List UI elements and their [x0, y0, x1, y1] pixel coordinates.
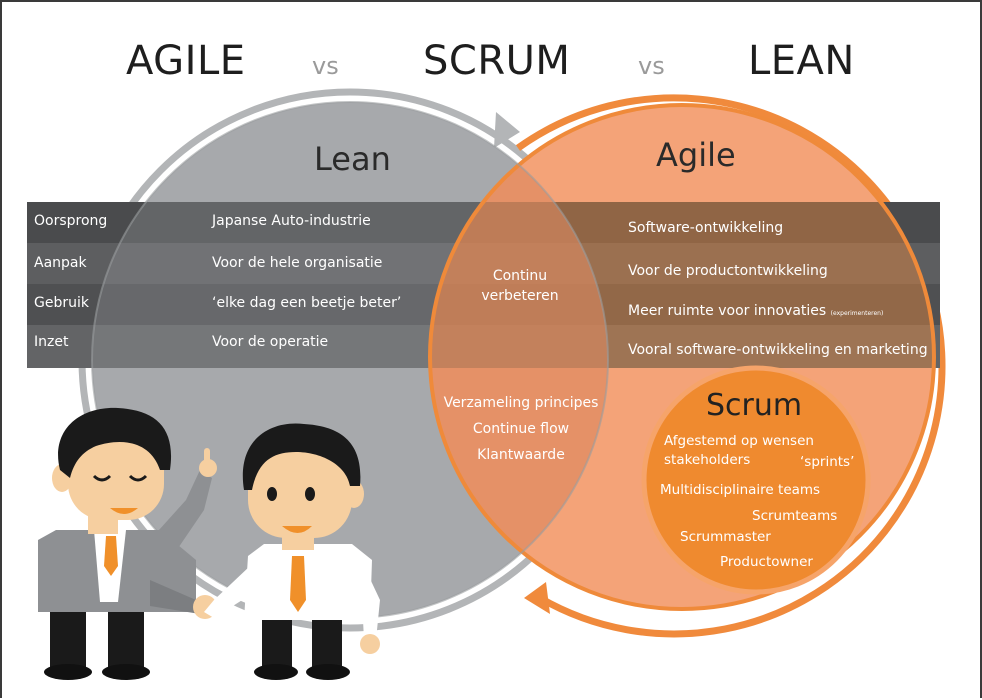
lean-gebruik: ‘elke dag een beetje beter’ — [212, 295, 402, 311]
agile-aanpak: Voor de productontwikkeling — [628, 263, 828, 279]
agile-gebruik-text: Meer ruimte voor innovaties — [628, 303, 827, 319]
agile-oorsprong: Software-ontwikkeling — [628, 220, 784, 236]
agile-circle-title: Agile — [656, 136, 736, 174]
row-label-oorsprong: Oorsprong — [34, 213, 108, 229]
scrum-circle — [641, 365, 871, 595]
row-label-inzet: Inzet — [34, 334, 69, 350]
agile-outer-ring — [515, 94, 946, 638]
scrum-circle-title: Scrum — [706, 388, 803, 423]
scrum-item-stakeholders: stakeholders — [664, 452, 751, 468]
agile-inzet: Vooral software-ontwikkeling en marketin… — [628, 342, 928, 358]
row-label-gebruik: Gebruik — [34, 295, 89, 311]
lean-circle-title: Lean — [314, 140, 391, 178]
principle-item: Continue flow — [472, 421, 570, 437]
title-scrum: SCRUM — [423, 38, 571, 84]
vs-label-2: vs — [638, 52, 665, 80]
overlap-principles: Verzameling principes Continue flow Klan… — [438, 390, 604, 468]
overlap-line-1: Continu — [492, 268, 548, 284]
lean-aanpak: Voor de hele organisatie — [212, 255, 383, 271]
lean-inzet: Voor de operatie — [212, 334, 329, 350]
businessman-grey-suit — [38, 407, 217, 680]
title-lean: LEAN — [748, 38, 855, 84]
scrum-item-productowner: Productowner — [720, 554, 813, 570]
principle-item: Klantwaarde — [477, 447, 565, 463]
title-agile: AGILE — [126, 38, 246, 84]
vs-label-1: vs — [312, 52, 339, 80]
scrum-item-multidisciplinair: Multidisciplinaire teams — [660, 482, 821, 498]
row-label-aanpak: Aanpak — [34, 255, 87, 271]
lean-ring-arrowhead — [494, 112, 520, 148]
scrum-item-afgestemd: Afgestemd op wensen — [664, 433, 814, 449]
agile-gebruik-note: (experimenteren) — [830, 310, 884, 317]
overlap-continu-verbeteren: Continu verbeteren — [470, 266, 570, 306]
scrum-item-scrumteams: Scrumteams — [752, 508, 838, 524]
scrum-item-sprints: ‘sprints’ — [800, 454, 855, 470]
principle-item: Verzameling principes — [443, 395, 599, 411]
businessman-white-shirt — [204, 423, 380, 680]
overlap-line-2: verbeteren — [481, 288, 559, 304]
overlap-region — [430, 105, 608, 609]
lean-oorsprong: Japanse Auto-industrie — [212, 213, 371, 229]
agile-ring-arrowhead — [524, 582, 550, 614]
agile-gebruik: Meer ruimte voor innovaties (experimente… — [628, 303, 883, 319]
scrum-item-scrummaster: Scrummaster — [680, 529, 771, 545]
agile-circle-border — [428, 103, 936, 611]
